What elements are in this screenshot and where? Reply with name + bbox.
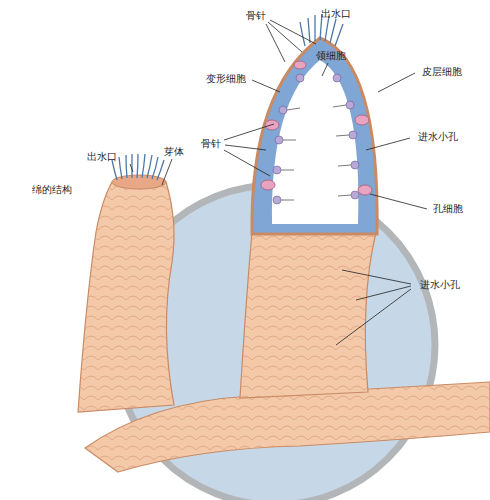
part-label: 芽体 bbox=[164, 146, 184, 158]
part-label: 变形细胞 bbox=[206, 73, 246, 85]
part-label: 骨针 bbox=[246, 10, 266, 22]
part-label: 出水口 bbox=[87, 151, 117, 163]
part-label: 皮层细胞 bbox=[422, 66, 462, 78]
part-label: 孔细胞 bbox=[433, 203, 463, 215]
part-label: 领细胞 bbox=[316, 50, 346, 62]
part-label: 绵的结构 bbox=[32, 184, 72, 196]
part-label: 骨针 bbox=[201, 138, 221, 150]
part-label: 进水小孔 bbox=[420, 279, 460, 291]
part-label: 出水口 bbox=[321, 8, 351, 20]
part-label: 进水小孔 bbox=[418, 131, 458, 143]
